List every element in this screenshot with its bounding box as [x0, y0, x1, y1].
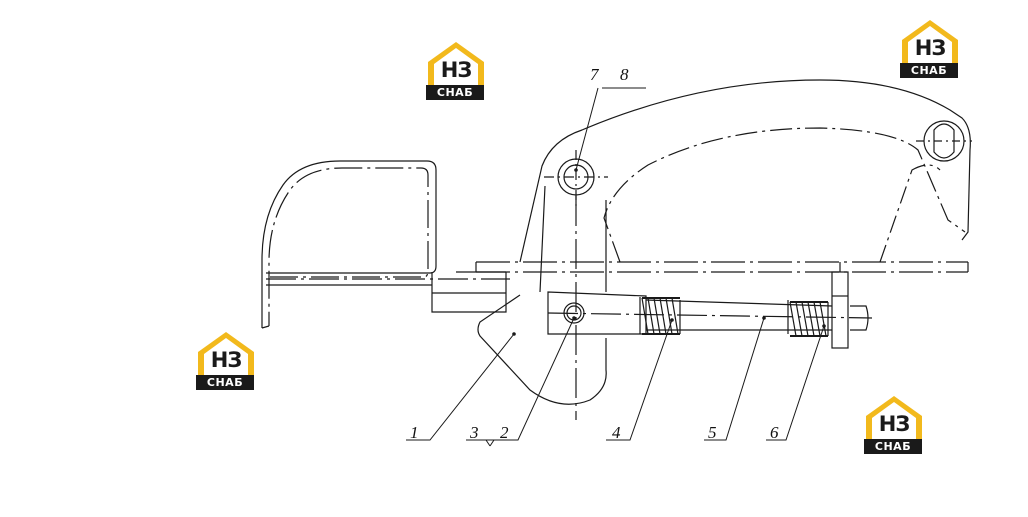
callout-1: 1 [410, 423, 419, 442]
callout-7: 7 [590, 65, 599, 84]
logo-band-text: СНАБ [436, 86, 474, 99]
logo-house-icon [196, 332, 254, 390]
callout-3: 3 [470, 423, 479, 442]
lever-body [539, 185, 607, 293]
callout-4: 4 [612, 423, 621, 442]
leader-6 [766, 325, 825, 441]
leader-dots [512, 168, 826, 336]
watermark-logo: НЗ СНАБ [194, 330, 258, 392]
hooked-rod [261, 160, 510, 329]
logo-band-text: СНАБ [206, 376, 244, 389]
end-plate [831, 262, 849, 349]
watermark-logo: НЗ СНАБ [424, 40, 488, 102]
leader-5 [704, 317, 765, 441]
rod-bracket [431, 271, 507, 313]
upper-arm-inner [603, 127, 966, 263]
rod-end-cap [261, 325, 270, 329]
logo-band-text: СНАБ [874, 440, 912, 453]
pivot-right [916, 120, 972, 162]
leader-3-2-tick-b [489, 439, 495, 447]
lever [477, 185, 607, 420]
logo-house-icon [426, 42, 484, 100]
upper-arm-outer [519, 79, 971, 263]
spring-left [639, 297, 681, 335]
logo-mark-text: НЗ [440, 58, 473, 82]
hooked-rod-inner [268, 167, 429, 326]
logo-band-text: СНАБ [910, 64, 948, 77]
frame-rails [475, 261, 969, 273]
callout-2: 2 [500, 423, 509, 442]
logo-house-icon [864, 396, 922, 454]
leader-3-2 [466, 317, 575, 441]
callout-5: 5 [708, 423, 717, 442]
leader-1 [406, 333, 515, 441]
logo-mark-text: НЗ [914, 36, 947, 60]
logo-mark-text: НЗ [210, 348, 243, 372]
logo-mark-text: НЗ [878, 412, 911, 436]
watermark-logo: НЗ СНАБ [862, 394, 926, 456]
leader-7-8-drop [575, 87, 599, 171]
spring-right [787, 300, 829, 337]
leader-lines [406, 87, 825, 447]
hooked-rod-outer [261, 160, 437, 328]
leader-3-2-tick-a [485, 439, 491, 447]
watermark-logo: НЗ СНАБ [898, 18, 962, 80]
logo-house-icon [900, 20, 958, 78]
leader-4 [606, 319, 673, 441]
callout-8: 8 [620, 65, 629, 84]
lever-lower [477, 294, 607, 405]
upper-arm [519, 79, 971, 263]
callout-6: 6 [770, 423, 779, 442]
upper-arm-rib [879, 164, 941, 263]
